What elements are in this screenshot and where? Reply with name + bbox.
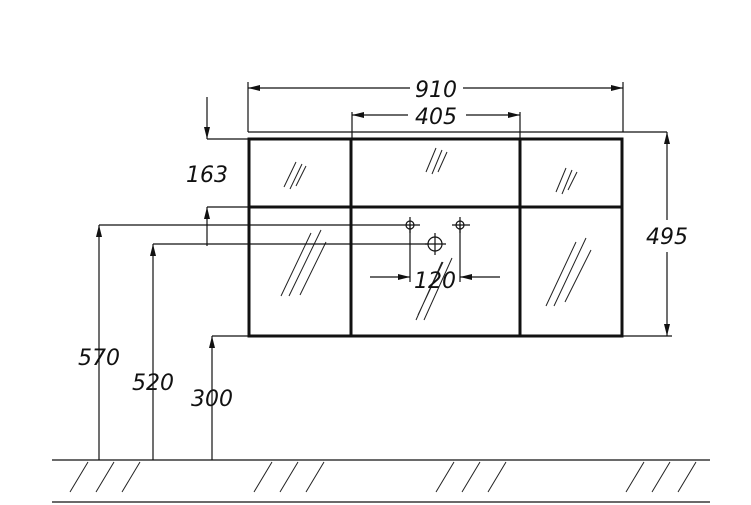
dimension-label: 520 — [132, 371, 174, 396]
dimension-163: 163 — [186, 97, 249, 246]
dimension-label: 570 — [78, 346, 120, 371]
dimension-300: 300 — [191, 335, 249, 460]
dimension-label: 910 — [415, 78, 457, 103]
dimension-495: 495 — [622, 132, 688, 337]
dimension-label: 120 — [414, 269, 456, 294]
dimension-120: 120 — [370, 225, 500, 294]
dimension-label: 405 — [415, 105, 457, 130]
dimension-405: 405 — [351, 105, 521, 139]
cabinet-body — [247, 131, 667, 338]
dimension-label: 495 — [646, 225, 688, 250]
dimension-910: 910 — [247, 78, 624, 132]
dimension-520: 520 — [132, 243, 428, 460]
dimension-label: 163 — [186, 163, 228, 188]
hole-markers — [402, 217, 470, 255]
glass-marks — [280, 147, 592, 321]
dimension-570: 570 — [78, 224, 402, 460]
floor — [52, 459, 710, 503]
dimension-label: 300 — [191, 387, 233, 412]
